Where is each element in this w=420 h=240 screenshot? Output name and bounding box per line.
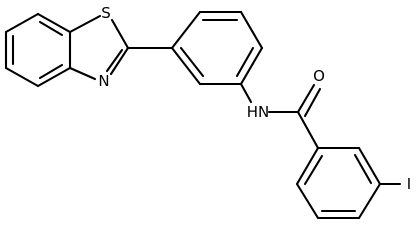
molecule-structure: S N HN O I: [4, 4, 411, 220]
aryl-nh-bond: [239, 82, 253, 104]
iodine-label: I: [407, 175, 411, 193]
oxygen-label: O: [313, 67, 325, 85]
sulfur-label: S: [101, 4, 111, 22]
thiazole-ring: [68, 14, 130, 81]
amide-nh-label: HN: [247, 103, 270, 121]
nitrogen-label: N: [98, 72, 109, 90]
central-phenyl-ring: [170, 10, 264, 86]
iodophenyl-ring: [295, 146, 382, 220]
carbonyl-aryl-bond: [296, 110, 320, 150]
benzothiazole-benzene-ring: [4, 12, 72, 88]
carbonyl-group: [296, 83, 322, 118]
